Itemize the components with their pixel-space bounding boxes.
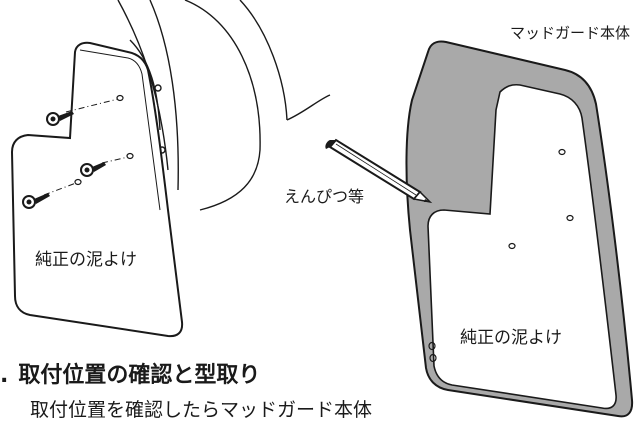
- original-flap-right-label: 純正の泥よけ: [460, 328, 562, 348]
- step-heading: . 取付位置の確認と型取り: [0, 357, 260, 389]
- step-title-text: 取付位置の確認と型取り: [18, 363, 261, 388]
- pencil-icon: [325, 138, 433, 204]
- screw-icon: [22, 193, 50, 209]
- mudguard-body-drawing: [405, 40, 634, 418]
- mudguard-body-label: マッドガード本体: [510, 24, 631, 42]
- original-flap-left-drawing: [10, 41, 184, 338]
- pencil-label: えんぴつ等: [284, 187, 365, 206]
- step-description: 取付位置を確認したらマッドガード本体: [30, 399, 373, 421]
- screw-icon: [80, 162, 106, 177]
- screw-icon: [46, 111, 74, 126]
- original-flap-left-label: 純正の泥よけ: [35, 250, 137, 270]
- step-bullet: .: [0, 363, 9, 388]
